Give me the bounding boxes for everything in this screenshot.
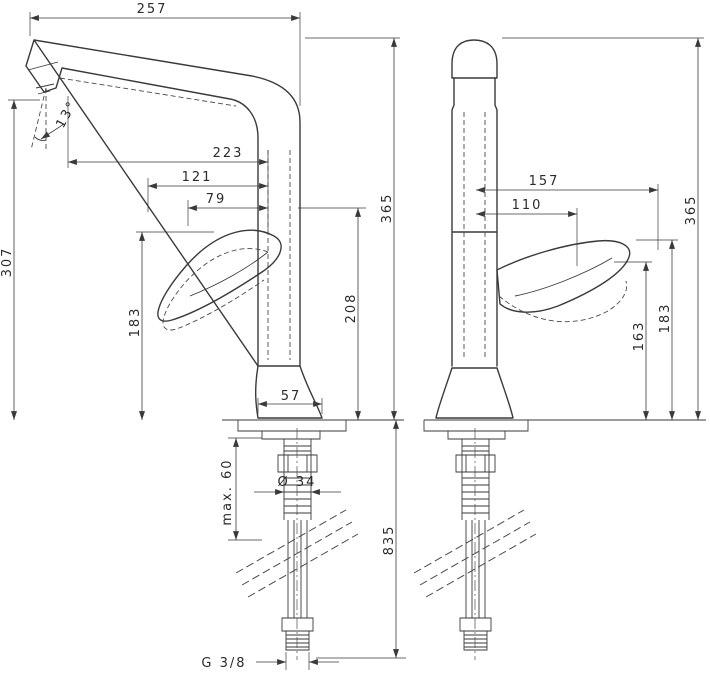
dim-label-208: 208 (344, 293, 359, 324)
front-handle (496, 239, 631, 313)
front-hose-connector (459, 617, 492, 651)
ext-max60 (228, 437, 262, 541)
side-hose-connector (281, 617, 314, 651)
dimensions-front-view: 157 110 163 183 365 (476, 37, 704, 420)
front-hoses (465, 520, 486, 618)
dim-label-183-front: 183 (658, 303, 673, 334)
dim-label-183-side: 183 (128, 307, 143, 338)
angle-leader-arrow (40, 123, 65, 140)
side-spout-body-outline (25, 39, 301, 367)
front-view (413, 39, 706, 660)
dim-label-79: 79 (206, 192, 227, 207)
front-escutcheon (423, 420, 529, 440)
dim-label-365-front: 365 (684, 195, 699, 226)
dim-label-121: 121 (182, 170, 213, 185)
ext-257 (29, 12, 301, 106)
side-aerator (27, 61, 59, 95)
dim-label-g38: G 3/8 (201, 656, 246, 671)
front-base-flare (435, 367, 514, 419)
side-handle (157, 229, 282, 322)
dim-label-307: 307 (0, 247, 15, 278)
dim-label-157: 157 (529, 174, 560, 189)
side-handle-alt-position (162, 248, 269, 331)
front-body (451, 77, 498, 367)
dim-label-223: 223 (213, 146, 244, 161)
front-body-hidden (463, 112, 486, 360)
front-handle-contour (514, 257, 613, 297)
side-base-flare (255, 365, 323, 419)
side-hoses (287, 520, 308, 618)
dim-label-257: 257 (137, 2, 168, 17)
front-handle-alt-position (498, 280, 628, 323)
spray-angle-arc (34, 136, 47, 141)
side-shank (283, 439, 312, 520)
side-handle-contour (189, 251, 269, 297)
ext-reach-chain (67, 96, 269, 230)
front-cap (451, 39, 498, 79)
ext-g38 (285, 652, 310, 670)
dim-label-angle: 13° (53, 98, 80, 131)
front-hose-break-lines (413, 509, 537, 598)
dim-label-max60: max. 60 (220, 458, 235, 525)
ext-front-reach (576, 184, 659, 266)
dim-label-57: 57 (281, 389, 302, 404)
dimensions-side-view: 257 13° 223 121 79 307 183 208 365 57 (0, 2, 406, 671)
dim-label-163: 163 (632, 321, 647, 352)
dim-label-365-side: 365 (380, 193, 395, 224)
dim-label-835: 835 (382, 525, 397, 556)
side-mounting-nut (277, 454, 318, 473)
ext-57 (257, 398, 323, 414)
front-mounting-nut (455, 454, 496, 473)
side-view (25, 39, 404, 660)
dim-label-dia34: Ø 34 (278, 475, 317, 490)
side-escutcheon (237, 420, 347, 440)
spray-angle-lines (30, 87, 47, 152)
front-shank (461, 439, 490, 520)
dim-label-110: 110 (512, 198, 543, 213)
side-hose-break-lines (235, 509, 359, 598)
